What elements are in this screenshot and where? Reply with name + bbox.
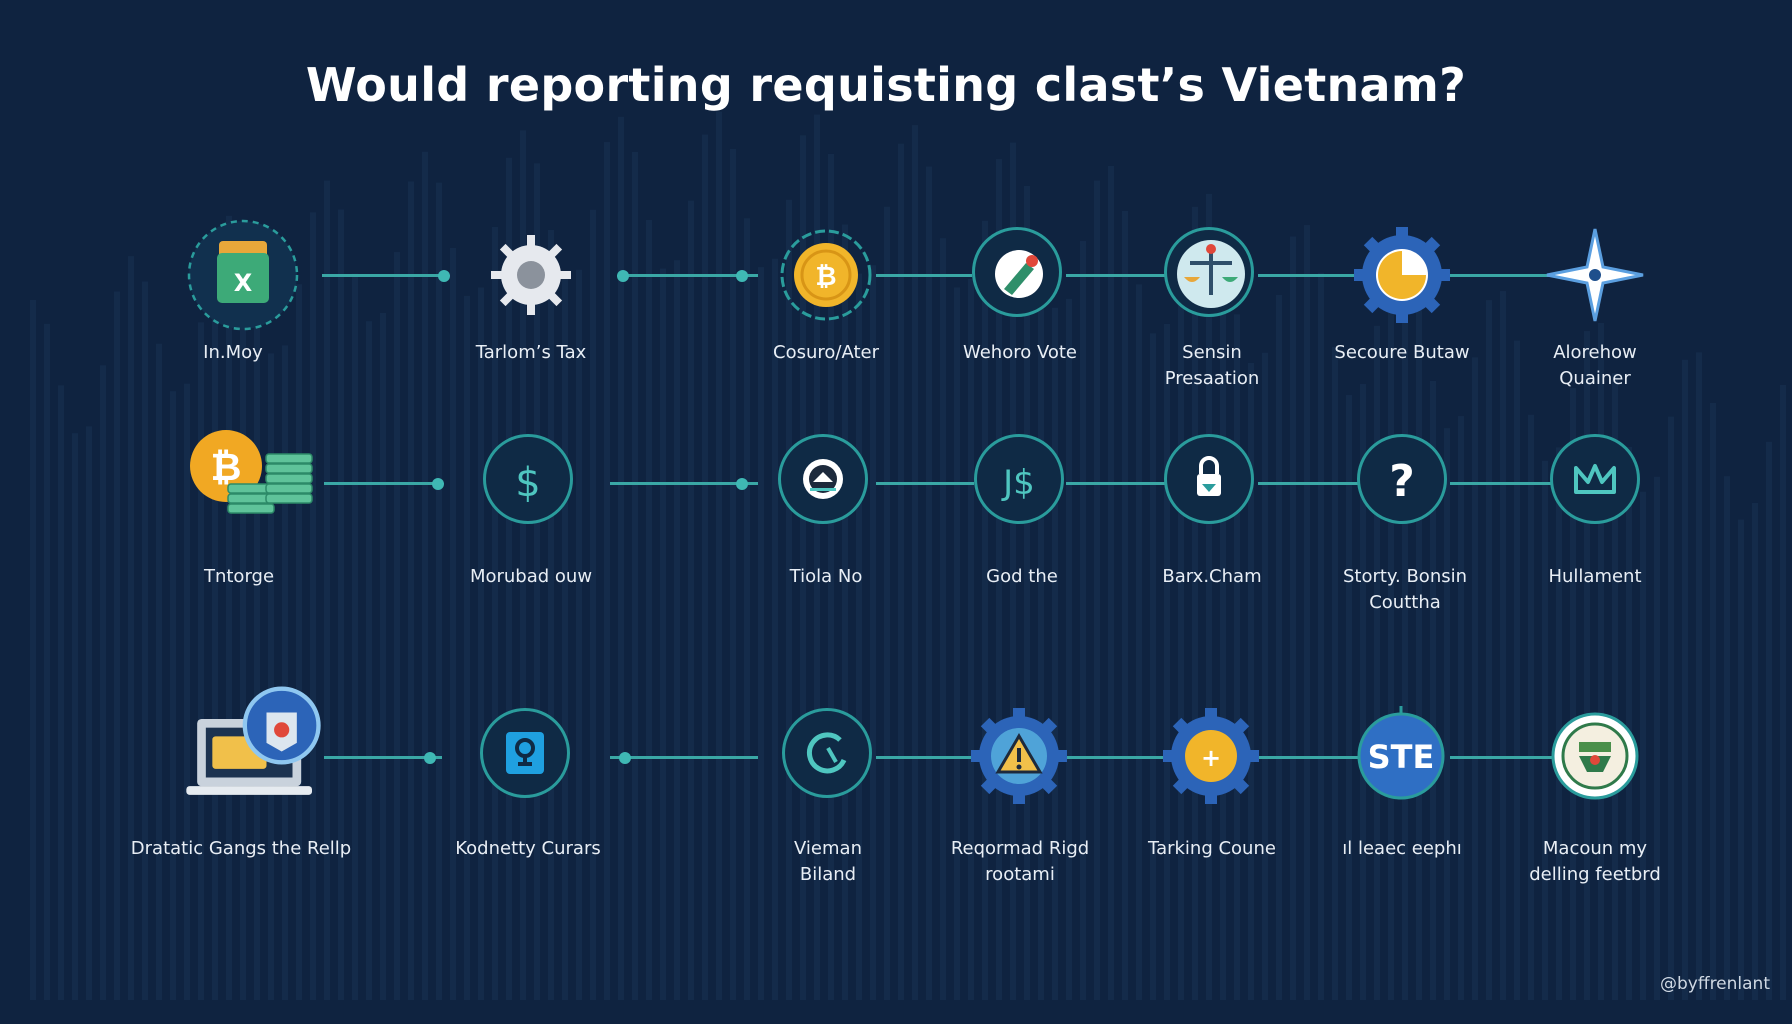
svg-text:₿: ₿ [211, 445, 242, 489]
person-pin-icon [506, 732, 544, 774]
bitcoin-coins-icon: ₿ [190, 430, 313, 514]
compass-star-icon [1546, 228, 1644, 322]
gear-node [471, 215, 591, 335]
shield-badge-node [766, 422, 886, 542]
node-label: Alorehow Quainer [1553, 342, 1637, 389]
wallet-node: X [183, 215, 303, 335]
node-label: God the [986, 566, 1058, 587]
dollar-icon: $ [515, 460, 540, 506]
crown-icon [1574, 464, 1616, 494]
connector [1258, 482, 1358, 485]
pen-node [960, 215, 1080, 335]
ste-badge-node: STE [1342, 696, 1462, 816]
connector-dot [619, 752, 631, 764]
node-label: Macoun my delling feetbrd [1529, 838, 1661, 885]
svg-text:$: $ [515, 460, 540, 506]
bitcoin-coins-node: ₿ [176, 422, 313, 542]
lock-node [1152, 422, 1272, 542]
refresh-icon [806, 732, 847, 774]
svg-text:+: + [1201, 744, 1221, 772]
question-node: ? [1345, 422, 1465, 542]
node-label: Morubad ouw [469, 566, 593, 587]
scales-icon [1177, 240, 1245, 308]
connector [876, 274, 972, 277]
refresh-node [770, 696, 890, 816]
node-label: ıl leaec eephı [1342, 838, 1462, 859]
gear-icon [491, 235, 571, 315]
connector [610, 756, 758, 759]
node-label: Tarking Coune [1148, 838, 1276, 859]
person-pin-node [468, 696, 588, 816]
node-label: Barx.Cham [1162, 566, 1262, 587]
connector [1450, 274, 1552, 277]
connector [324, 756, 442, 759]
laptop-badge-node [172, 680, 321, 800]
connector [1258, 274, 1358, 277]
connector [1258, 756, 1358, 759]
svg-text:X: X [234, 269, 253, 297]
node-label: Kodnetty Curars [455, 838, 601, 859]
dollar-pair-node: J$ [962, 422, 1082, 542]
node-label: Vieman Biland [794, 838, 862, 885]
svg-text:STE: STE [1368, 738, 1435, 776]
svg-text:?: ? [1389, 456, 1415, 507]
coin-gear-node: + [1152, 696, 1272, 816]
connector [610, 482, 758, 485]
question-icon: ? [1389, 456, 1415, 507]
seal-node [1535, 696, 1655, 816]
svg-text:J$: J$ [1001, 463, 1035, 503]
gear-g-node [1342, 215, 1462, 335]
node-label: Tarlom’s Tax [475, 342, 587, 363]
node-label: Secoure Butaw [1334, 342, 1470, 363]
node-label: Tntorge [203, 566, 275, 587]
node-label: Hullament [1548, 566, 1642, 587]
warning-gear-icon [971, 708, 1067, 804]
node-label: Storty. Bonsin Couttha [1342, 566, 1468, 613]
node-label: Tiola No [789, 566, 863, 587]
connector-dot [736, 270, 748, 282]
node-label: Reqormad Rigd rootami [950, 838, 1090, 885]
connector [1066, 756, 1168, 759]
warning-gear-node [960, 696, 1080, 816]
lock-icon [1197, 456, 1221, 496]
watermark: @byffrenlant [1660, 974, 1770, 994]
gold-coin-icon: ₿ [780, 229, 872, 321]
seal-icon [1551, 712, 1639, 800]
compass-star-node [1535, 215, 1655, 335]
connector-dot [438, 270, 450, 282]
node-label: Sensin Presaation [1164, 342, 1260, 389]
connector [324, 482, 442, 485]
connector-dot [617, 270, 629, 282]
connector [1450, 482, 1552, 485]
connector [876, 482, 974, 485]
node-label: In.Moy [203, 342, 263, 363]
gold-coin-node: ₿ [766, 215, 886, 335]
ste-badge-icon: STE [1357, 706, 1445, 800]
dollar-pair-icon: J$ [1001, 463, 1035, 503]
connector [876, 756, 972, 759]
connector [322, 274, 442, 277]
laptop-badge-icon [186, 686, 321, 795]
dollar-node: $ [471, 422, 591, 542]
crown-node [1538, 422, 1658, 542]
svg-text:₿: ₿ [815, 262, 836, 292]
node-label: Cosuro/Ater [773, 342, 879, 363]
connector [1066, 482, 1166, 485]
node-label: Wehoro Vote [962, 342, 1078, 363]
shield-badge-icon [803, 459, 843, 499]
node-label: Dratatic Gangs the Rellp [130, 838, 352, 859]
connector [1066, 274, 1168, 277]
connector [618, 274, 758, 277]
connector-dot [424, 752, 436, 764]
scales-node [1152, 215, 1272, 335]
page-title: Would reporting requisting clast’s Vietn… [305, 58, 1467, 112]
connector [1450, 756, 1552, 759]
connector-dot [432, 478, 444, 490]
gear-g-icon [1354, 227, 1450, 323]
pen-icon [995, 250, 1043, 298]
coin-gear-icon: + [1163, 708, 1259, 804]
connector-dot [736, 478, 748, 490]
wallet-icon: X [187, 219, 299, 331]
